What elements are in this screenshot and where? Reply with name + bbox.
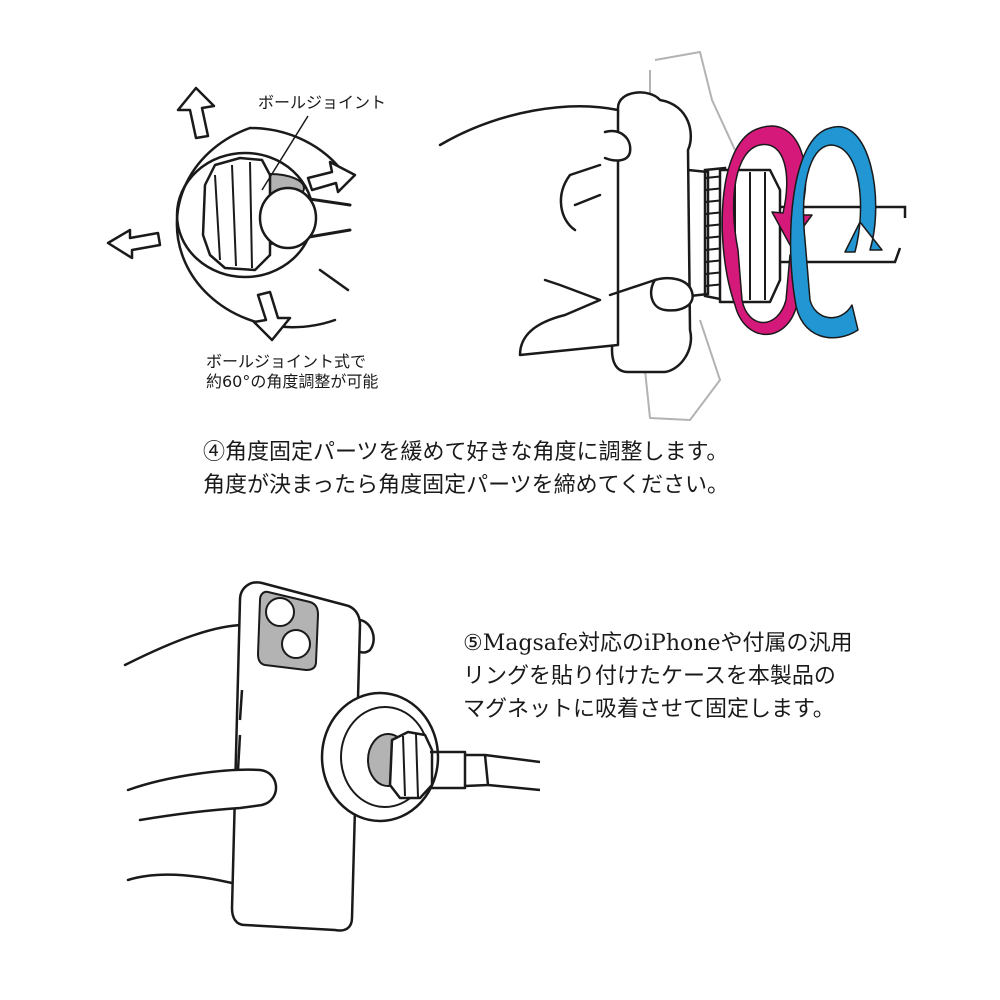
arrow-up-icon bbox=[176, 86, 216, 140]
step4-instruction: ④角度固定パーツを緩めて好きな角度に調整します。 角度が決まったら角度固定パーツ… bbox=[203, 436, 729, 502]
arrow-right-icon bbox=[306, 160, 357, 194]
angle-range-callout-line1: ボールジョイント式で bbox=[206, 352, 367, 371]
angle-range-callout: ボールジョイント式で 約60°の角度調整が可能 bbox=[206, 352, 378, 392]
ball-joint-callout: ボールジョイント bbox=[258, 93, 387, 112]
step4-instruction-line1: ④角度固定パーツを緩めて好きな角度に調整します。 bbox=[203, 440, 729, 465]
step5-instruction-line2: リングを貼り付けたケースを本製品の bbox=[463, 664, 836, 689]
step5-instruction: ⑤Magsafe対応のiPhoneや付属の汎用 リングを貼り付けたケースを本製品… bbox=[463, 627, 852, 726]
step5-instruction-line3: マグネットに吸着させて固定します。 bbox=[463, 697, 835, 722]
step5-instruction-line1: ⑤Magsafe対応のiPhoneや付属の汎用 bbox=[463, 631, 853, 656]
angle-range-callout-line2: 約60°の角度調整が可能 bbox=[206, 372, 379, 391]
step4-instruction-line2: 角度が決まったら角度固定パーツを締めてください。 bbox=[203, 473, 730, 498]
arrow-down-icon bbox=[252, 290, 292, 342]
arrow-left-icon bbox=[106, 228, 162, 260]
